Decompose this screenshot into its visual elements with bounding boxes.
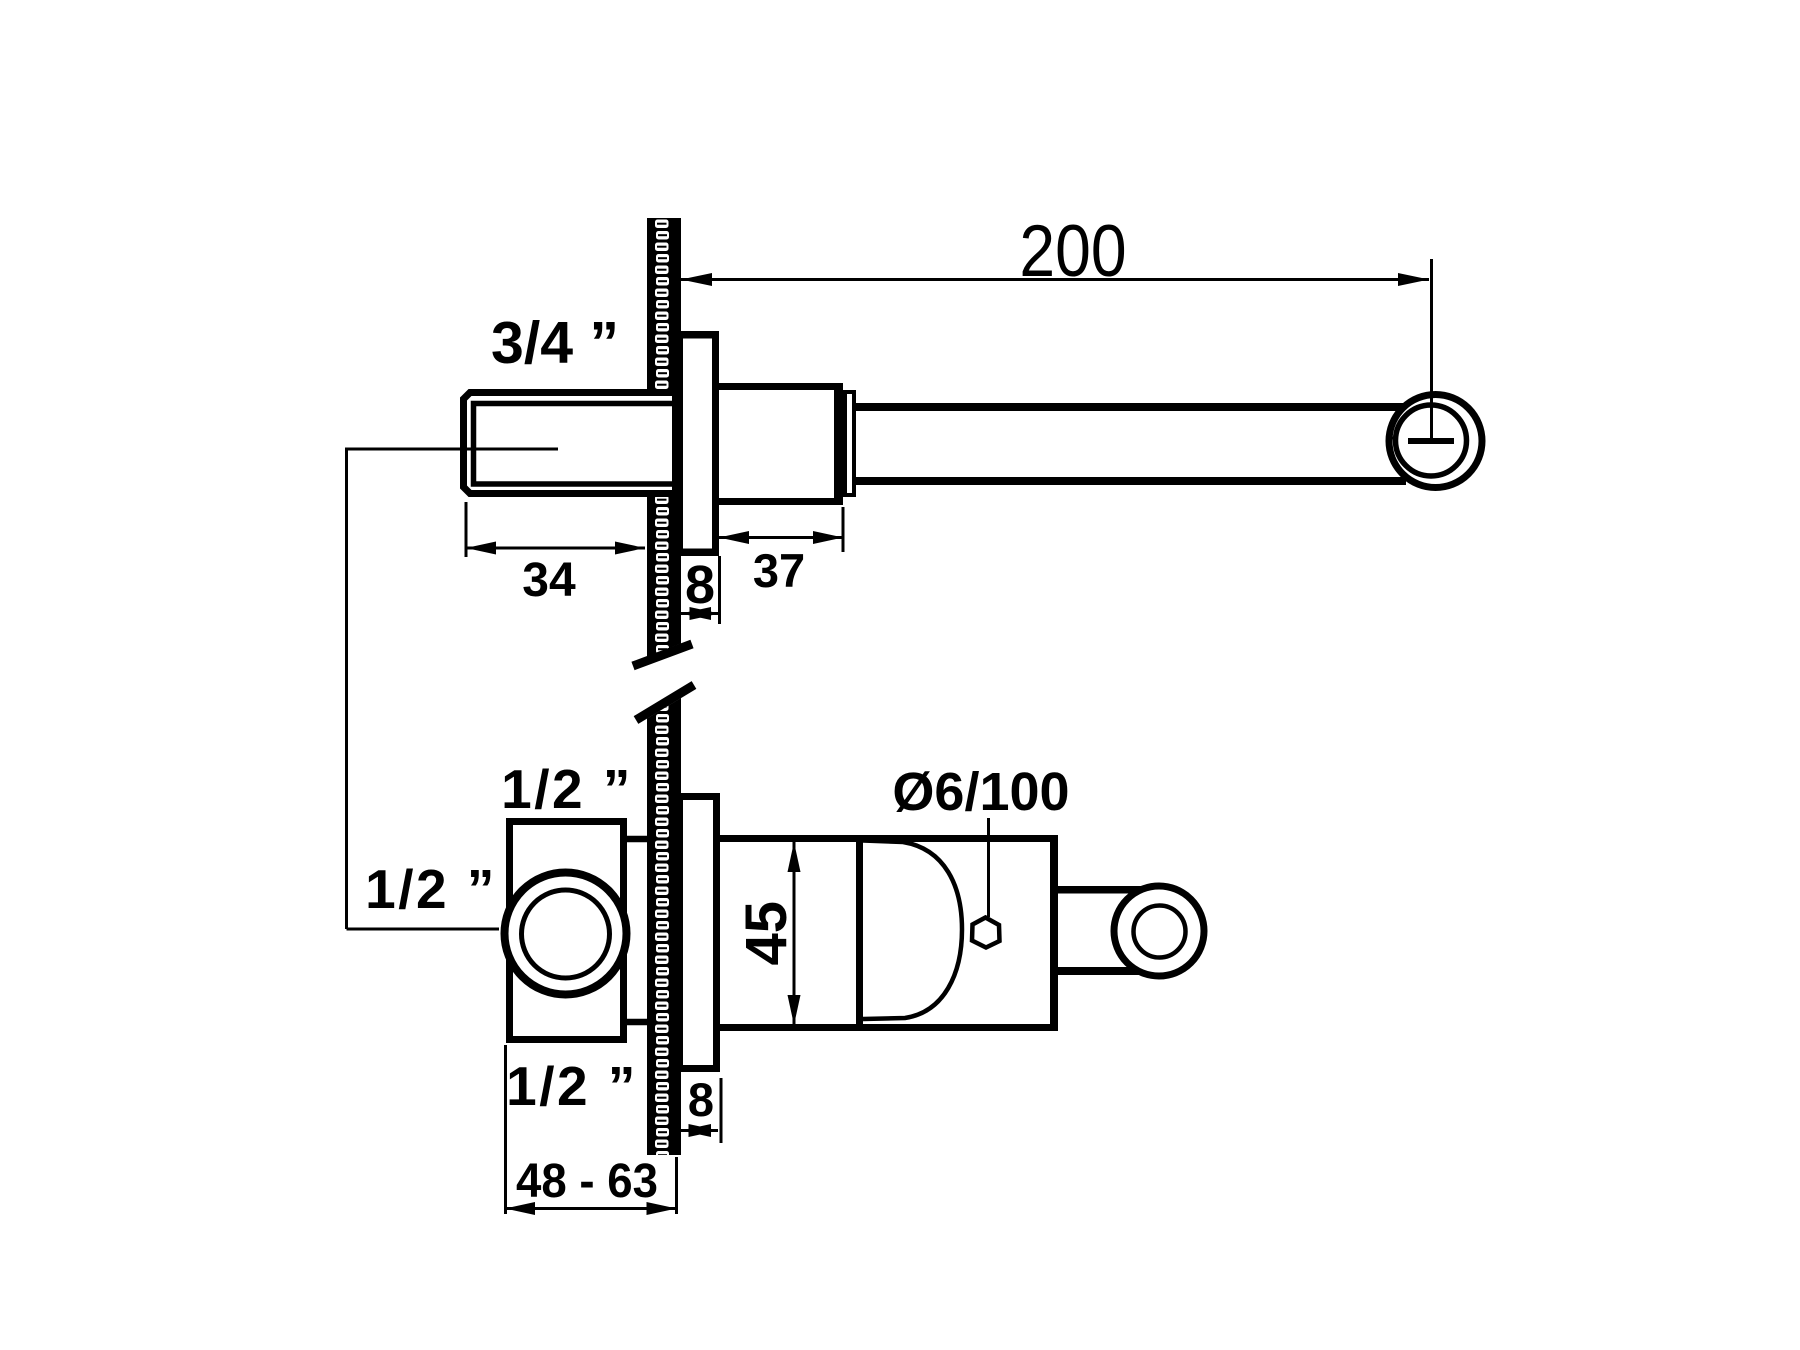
svg-text:1/2 ”: 1/2 ” (506, 1055, 638, 1117)
svg-text:8: 8 (688, 1073, 714, 1126)
svg-text:45: 45 (734, 901, 799, 966)
svg-text:34: 34 (522, 554, 576, 607)
svg-text:200: 200 (1019, 210, 1126, 292)
svg-text:3/4 ”: 3/4 ” (491, 310, 619, 376)
svg-text:1/2 ”: 1/2 ” (365, 858, 497, 920)
svg-text:Ø6/100: Ø6/100 (892, 762, 1069, 822)
svg-text:8: 8 (685, 555, 715, 615)
svg-text:48 - 63: 48 - 63 (516, 1154, 658, 1207)
svg-text:1/2 ”: 1/2 ” (501, 758, 633, 820)
svg-text:37: 37 (753, 544, 805, 597)
